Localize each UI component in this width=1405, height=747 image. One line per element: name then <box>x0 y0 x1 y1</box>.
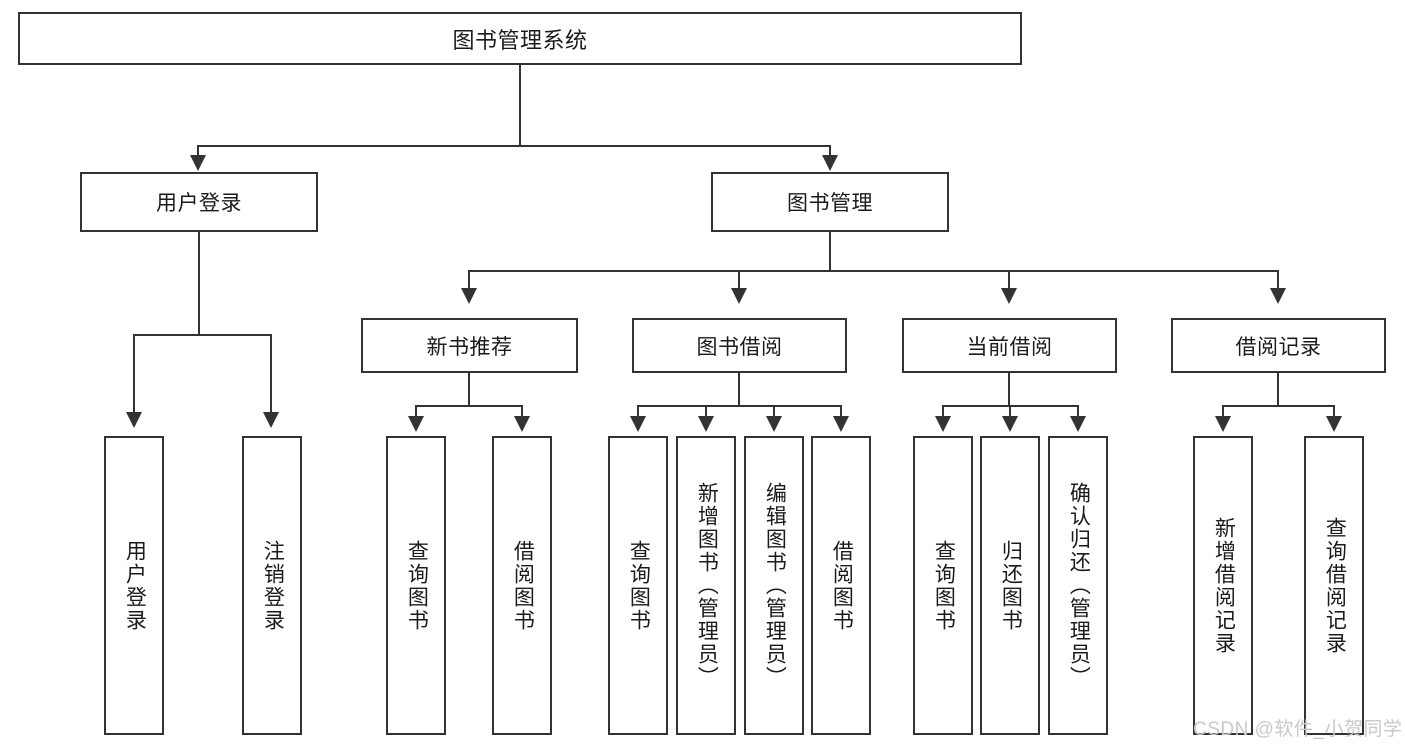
leaf-book-borrow-borrow[interactable]: 借阅图书 <box>811 436 871 735</box>
connector-book-borrow-stem <box>738 373 740 407</box>
arrow-to-leaf-book-borrow-4 <box>833 416 849 432</box>
node-book-borrow[interactable]: 图书借阅 <box>632 318 847 373</box>
connector-new-book-bar <box>415 405 523 407</box>
connector-book-mgmt-child-3 <box>1008 270 1010 294</box>
connector-user-login-child-1 <box>133 334 135 420</box>
arrow-to-book-mgmt <box>822 155 838 171</box>
node-new-book-recommend[interactable]: 新书推荐 <box>361 318 578 373</box>
connector-book-mgmt-child-4 <box>1277 270 1279 294</box>
node-label: 用户登录 <box>123 539 147 632</box>
connector-new-book-child-1 <box>415 405 417 421</box>
connector-book-borrow-child-2 <box>705 405 707 421</box>
node-current-borrow[interactable]: 当前借阅 <box>902 318 1117 373</box>
arrow-to-leaf-borrow-record-1 <box>1215 416 1231 432</box>
arrow-to-leaf-current-borrow-2 <box>1002 416 1018 432</box>
node-label: 借阅图书 <box>511 539 535 632</box>
leaf-borrow-record-query[interactable]: 查询借阅记录 <box>1304 436 1364 735</box>
node-label: 图书管理系统 <box>452 27 588 53</box>
node-label: 借阅记录 <box>1235 335 1322 359</box>
node-label: 确认归还（管理员） <box>1067 482 1091 689</box>
watermark-text: CSDN @软件_小贺同学 <box>1193 719 1403 740</box>
leaf-book-borrow-add[interactable]: 新增图书（管理员） <box>676 436 736 735</box>
node-label: 查询借阅记录 <box>1323 516 1347 655</box>
arrow-to-leaf-new-book-2 <box>514 416 530 432</box>
leaf-current-borrow-confirm-return[interactable]: 确认归还（管理员） <box>1048 436 1108 735</box>
arrow-to-leaf-book-borrow-2 <box>698 416 714 432</box>
arrow-to-leaf-book-borrow-1 <box>630 416 646 432</box>
node-label: 用户登录 <box>156 192 242 215</box>
node-label: 新增图书（管理员） <box>695 482 719 689</box>
leaf-current-borrow-return[interactable]: 归还图书 <box>980 436 1040 735</box>
node-label: 图书借阅 <box>696 335 783 359</box>
arrow-to-current-borrow <box>1001 288 1017 304</box>
connector-borrow-record-child-2 <box>1333 405 1335 421</box>
node-label: 新书推荐 <box>426 335 513 359</box>
node-label: 编辑图书（管理员） <box>763 482 787 689</box>
arrow-to-leaf-current-borrow-3 <box>1070 416 1086 432</box>
arrow-to-borrow-record <box>1270 288 1286 304</box>
arrow-to-leaf-current-borrow-1 <box>935 416 951 432</box>
connector-book-mgmt-bar <box>468 270 1279 272</box>
node-borrow-record[interactable]: 借阅记录 <box>1171 318 1386 373</box>
leaf-user-login-logout[interactable]: 注销登录 <box>242 436 302 735</box>
connector-new-book-stem <box>468 373 470 407</box>
arrow-to-new-book-recommend <box>461 288 477 304</box>
connector-book-mgmt-child-1 <box>468 270 470 294</box>
node-label: 注销登录 <box>261 539 285 632</box>
arrow-to-leaf-book-borrow-3 <box>766 416 782 432</box>
connector-book-borrow-child-4 <box>840 405 842 421</box>
connector-current-borrow-stem <box>1008 373 1010 407</box>
leaf-new-book-query[interactable]: 查询图书 <box>386 436 446 735</box>
connector-book-mgmt-child-2 <box>738 270 740 294</box>
node-user-login[interactable]: 用户登录 <box>80 172 318 232</box>
connector-user-login-bar <box>133 334 272 336</box>
leaf-book-borrow-query[interactable]: 查询图书 <box>608 436 668 735</box>
connector-user-login-stem <box>198 232 200 336</box>
node-label: 查询图书 <box>932 539 956 632</box>
node-label: 图书管理 <box>787 192 873 215</box>
leaf-book-borrow-edit[interactable]: 编辑图书（管理员） <box>744 436 804 735</box>
connector-borrow-record-stem <box>1277 373 1279 407</box>
connector-current-borrow-child-3 <box>1077 405 1079 421</box>
connector-book-mgmt-stem <box>829 232 831 272</box>
arrow-to-user-login <box>190 155 206 171</box>
arrow-to-leaf-new-book-1 <box>408 416 424 432</box>
node-label: 查询图书 <box>405 539 429 632</box>
leaf-new-book-borrow[interactable]: 借阅图书 <box>492 436 552 735</box>
leaf-user-login-login[interactable]: 用户登录 <box>104 436 164 735</box>
node-label: 新增借阅记录 <box>1212 516 1236 655</box>
connector-book-borrow-bar <box>637 405 842 407</box>
connector-book-borrow-child-1 <box>637 405 639 421</box>
node-label: 归还图书 <box>999 539 1023 632</box>
node-root-system[interactable]: 图书管理系统 <box>18 12 1022 65</box>
connector-book-borrow-child-3 <box>773 405 775 421</box>
connector-borrow-record-bar <box>1222 405 1335 407</box>
leaf-current-borrow-query[interactable]: 查询图书 <box>913 436 973 735</box>
arrow-to-leaf-borrow-record-2 <box>1326 416 1342 432</box>
arrow-to-book-borrow <box>731 288 747 304</box>
node-label: 借阅图书 <box>830 539 854 632</box>
connector-borrow-record-child-1 <box>1222 405 1224 421</box>
node-label: 当前借阅 <box>966 335 1053 359</box>
connector-root-bar <box>197 145 831 147</box>
connector-new-book-child-2 <box>521 405 523 421</box>
connector-current-borrow-child-1 <box>942 405 944 421</box>
node-book-management[interactable]: 图书管理 <box>711 172 949 232</box>
connector-user-login-child-2 <box>270 334 272 420</box>
arrow-to-leaf-user-login-1 <box>126 412 142 428</box>
leaf-borrow-record-add[interactable]: 新增借阅记录 <box>1193 436 1253 735</box>
connector-root-stem <box>519 65 521 145</box>
connector-current-borrow-child-2 <box>1009 405 1011 421</box>
arrow-to-leaf-user-login-2 <box>263 412 279 428</box>
node-label: 查询图书 <box>627 539 651 632</box>
